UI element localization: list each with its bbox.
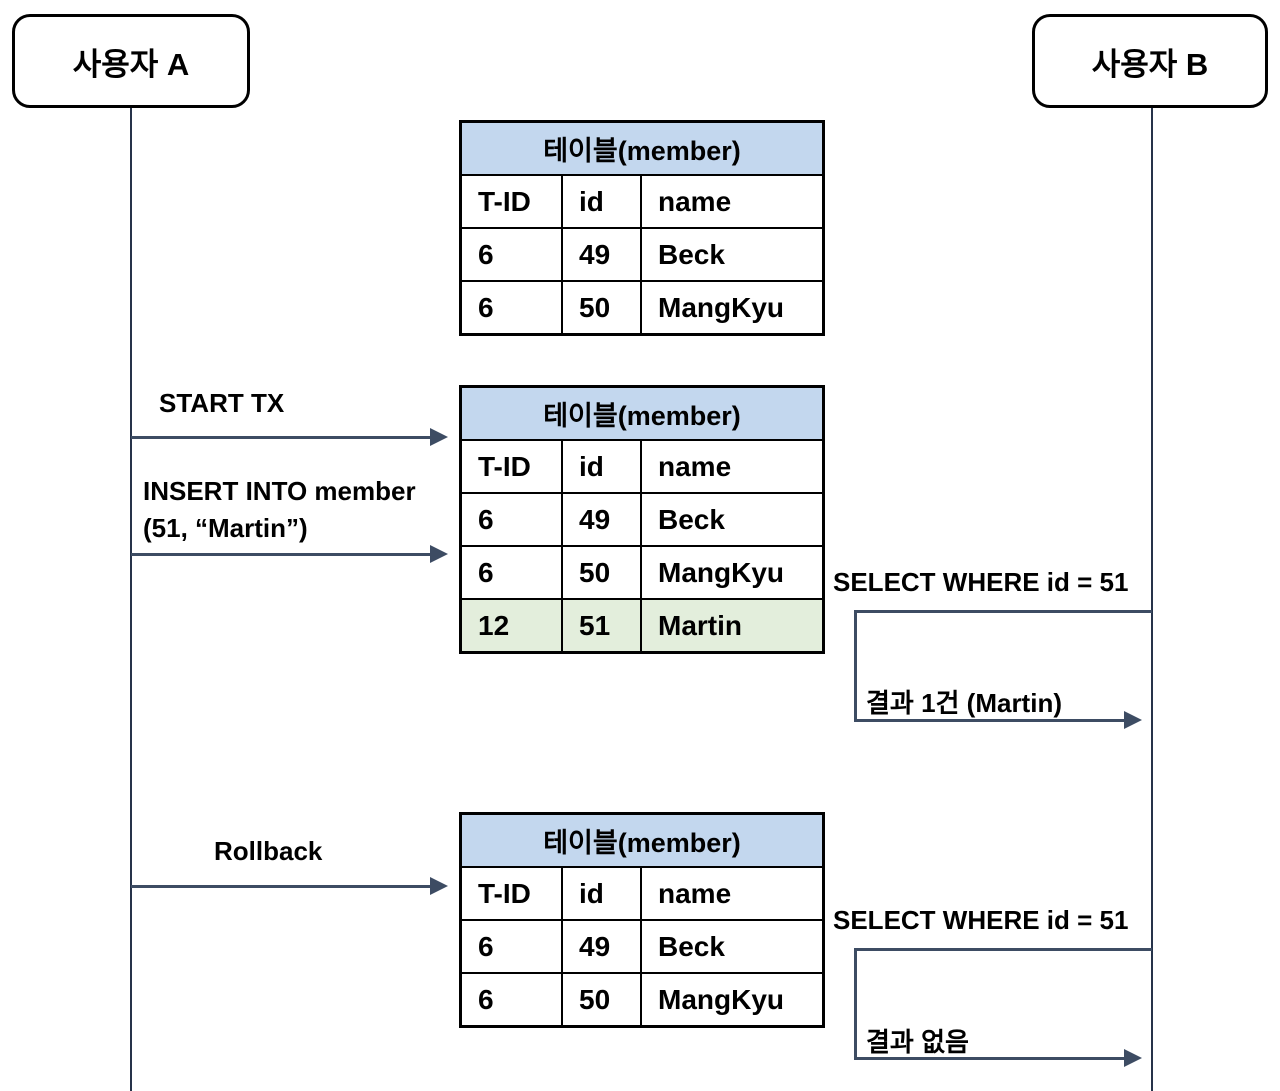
actor-a-label: 사용자 A (72, 46, 190, 82)
cell-name: Martin (658, 609, 742, 641)
table-title: 테이블(member) (462, 388, 822, 441)
select2-arrowhead-icon (1124, 1049, 1142, 1067)
cell-tid: 6 (462, 282, 563, 333)
insert-arrowhead-icon (430, 545, 448, 563)
lifeline-a (130, 108, 132, 1091)
cell-name: Beck (658, 238, 725, 270)
select1-result-label: 결과 1건 (Martin) (866, 688, 1062, 718)
rollback-label: Rollback (214, 836, 323, 866)
start-tx-arrowhead-icon (430, 428, 448, 446)
table-member-after-rollback: 테이블(member) T-ID id name 6 49 Beck 6 50 … (459, 812, 825, 1028)
cell-id: 49 (563, 494, 642, 545)
col-header-name: name (658, 450, 732, 482)
start-tx-arrow-line (131, 436, 432, 439)
select2-label: SELECT WHERE id = 51 (833, 905, 1129, 935)
col-header-name: name (658, 185, 732, 217)
table-title: 테이블(member) (462, 815, 822, 868)
select1-pending-line (854, 610, 857, 722)
cell-tid: 12 (462, 600, 563, 651)
insert-label-line1: INSERT INTO member (143, 476, 416, 506)
cell-tid: 6 (462, 229, 563, 280)
cell-id: 50 (563, 282, 642, 333)
table-member-during-tx: 테이블(member) T-ID id name 6 49 Beck 6 50 … (459, 385, 825, 654)
rollback-arrowhead-icon (430, 877, 448, 895)
cell-id: 51 (563, 600, 642, 651)
select2-pending-line (854, 948, 857, 1060)
table-title: 테이블(member) (462, 123, 822, 176)
cell-name: Beck (658, 930, 725, 962)
rollback-arrow-line (131, 885, 432, 888)
cell-name: Beck (658, 503, 725, 535)
start-tx-label: START TX (159, 388, 285, 418)
col-header-id: id (563, 441, 642, 492)
cell-id: 49 (563, 921, 642, 972)
table-row: 6 49 Beck (462, 494, 822, 547)
col-header-name: name (658, 877, 732, 909)
select2-result-label: 결과 없음 (866, 1027, 969, 1057)
table-header-row: T-ID id name (462, 441, 822, 494)
table-header-row: T-ID id name (462, 868, 822, 921)
col-header-id: id (563, 868, 642, 919)
cell-id: 49 (563, 229, 642, 280)
cell-tid: 6 (462, 547, 563, 598)
cell-name: MangKyu (658, 291, 784, 323)
cell-tid: 6 (462, 974, 563, 1025)
col-header-id: id (563, 176, 642, 227)
select2-return-line (854, 1057, 1126, 1060)
col-header-tid: T-ID (462, 176, 563, 227)
insert-arrow-line (131, 553, 432, 556)
cell-name: MangKyu (658, 556, 784, 588)
cell-id: 50 (563, 974, 642, 1025)
select1-return-line (854, 719, 1126, 722)
table-row: 6 49 Beck (462, 921, 822, 974)
table-row-highlighted-martin: 12 51 Martin (462, 600, 822, 651)
insert-label-line2: (51, “Martin”) (143, 513, 308, 543)
table-header-row: T-ID id name (462, 176, 822, 229)
table-row: 6 50 MangKyu (462, 547, 822, 600)
select1-arrowhead-icon (1124, 711, 1142, 729)
cell-tid: 6 (462, 494, 563, 545)
actor-b-box: 사용자 B (1032, 14, 1268, 108)
col-header-tid: T-ID (462, 868, 563, 919)
cell-id: 50 (563, 547, 642, 598)
table-row: 6 49 Beck (462, 229, 822, 282)
table-row: 6 50 MangKyu (462, 282, 822, 333)
actor-b-label: 사용자 B (1091, 46, 1209, 82)
lifeline-b (1151, 108, 1153, 1091)
cell-name: MangKyu (658, 983, 784, 1015)
cell-tid: 6 (462, 921, 563, 972)
actor-a-box: 사용자 A (12, 14, 250, 108)
select1-label: SELECT WHERE id = 51 (833, 567, 1129, 597)
table-member-initial: 테이블(member) T-ID id name 6 49 Beck 6 50 … (459, 120, 825, 336)
select2-call-line (854, 948, 1152, 951)
col-header-tid: T-ID (462, 441, 563, 492)
select1-call-line (854, 610, 1152, 613)
table-row: 6 50 MangKyu (462, 974, 822, 1025)
